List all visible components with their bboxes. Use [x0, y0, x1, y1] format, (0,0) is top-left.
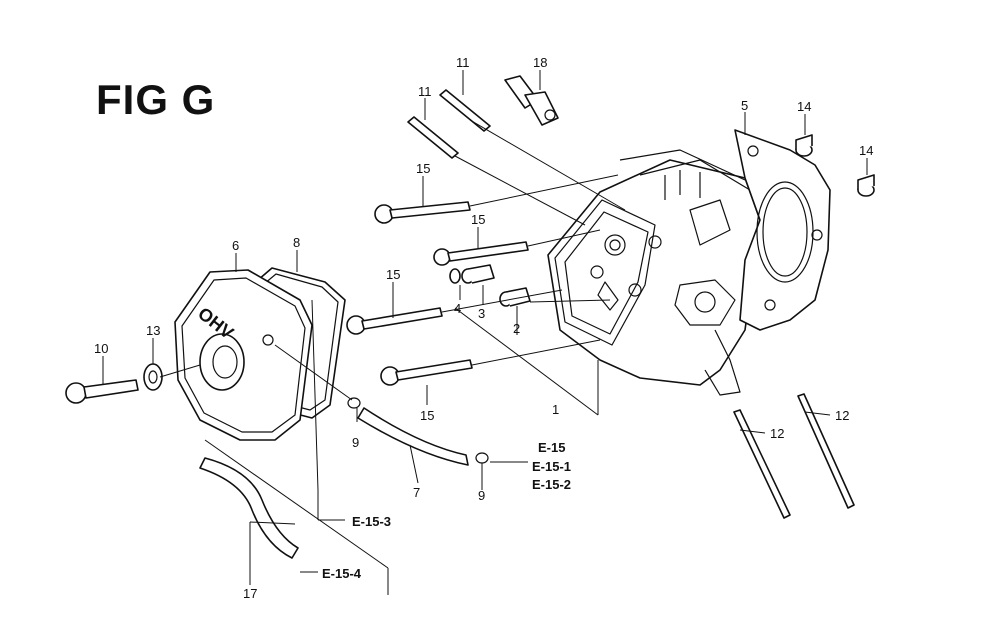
callout-14-upper: 14: [797, 99, 811, 114]
callout-5: 5: [741, 98, 748, 113]
bolt-15-c: [346, 307, 443, 335]
callout-15-c: 15: [386, 267, 400, 282]
ref-e15: E-15: [538, 440, 565, 455]
ref-e15-3: E-15-3: [352, 514, 391, 529]
callout-17: 17: [243, 586, 257, 601]
spark-plug: [504, 75, 559, 126]
o-ring-4: [449, 268, 461, 284]
stud-11-upper: [439, 89, 491, 132]
tube-clip-upper: [347, 397, 361, 409]
breather-tube: [357, 407, 469, 466]
stud-bolt-right: [797, 393, 855, 509]
callout-10: 10: [94, 341, 108, 356]
callout-8: 8: [293, 235, 300, 250]
callout-3: 3: [478, 306, 485, 321]
callout-15-a: 15: [416, 161, 430, 176]
callout-13: 13: [146, 323, 160, 338]
callout-12-left: 12: [770, 426, 784, 441]
dowel-pin-3: [461, 264, 495, 284]
reference-labels: E-15 E-15-1 E-15-2 E-15-3 E-15-4: [322, 440, 571, 581]
head-gasket: [734, 129, 831, 331]
callout-2: 2: [513, 321, 520, 336]
callout-7: 7: [413, 485, 420, 500]
callout-18: 18: [533, 55, 547, 70]
callout-15-d: 15: [420, 408, 434, 423]
head-cover: OHV: [174, 269, 313, 441]
callout-1: 1: [552, 402, 559, 417]
callout-14-lower: 14: [859, 143, 873, 158]
bolt-15-a: [374, 201, 471, 224]
cylinder-head: [547, 149, 761, 396]
bolt-15-d: [380, 359, 473, 386]
leader-lines: [102, 70, 868, 595]
washer-13: [143, 363, 163, 391]
bolt-10: [65, 379, 139, 404]
callout-6: 6: [232, 238, 239, 253]
ref-e15-4: E-15-4: [322, 566, 362, 581]
callout-labels: 11 11 18 5 14 14 15 15 15 15 6 8 13 10 4…: [94, 55, 873, 601]
drain-tube: [199, 457, 299, 559]
dowel-pin-upper: [795, 134, 813, 157]
bolt-15-b: [433, 241, 529, 266]
callout-15-b: 15: [471, 212, 485, 227]
ref-e15-2: E-15-2: [532, 477, 571, 492]
callout-11-upper: 11: [456, 55, 470, 70]
callout-9-lower: 9: [478, 488, 485, 503]
dowel-pin-lower: [857, 174, 875, 197]
figure-title: FIG G: [96, 76, 216, 123]
stud-bolt-left: [733, 409, 791, 519]
ref-e15-1: E-15-1: [532, 459, 571, 474]
callout-12-right: 12: [835, 408, 849, 423]
callout-4: 4: [454, 301, 461, 316]
callout-9-upper: 9: [352, 435, 359, 450]
stud-11-lower: [407, 116, 459, 159]
tube-clip-lower: [475, 452, 489, 464]
callout-11-lower: 11: [418, 84, 432, 99]
